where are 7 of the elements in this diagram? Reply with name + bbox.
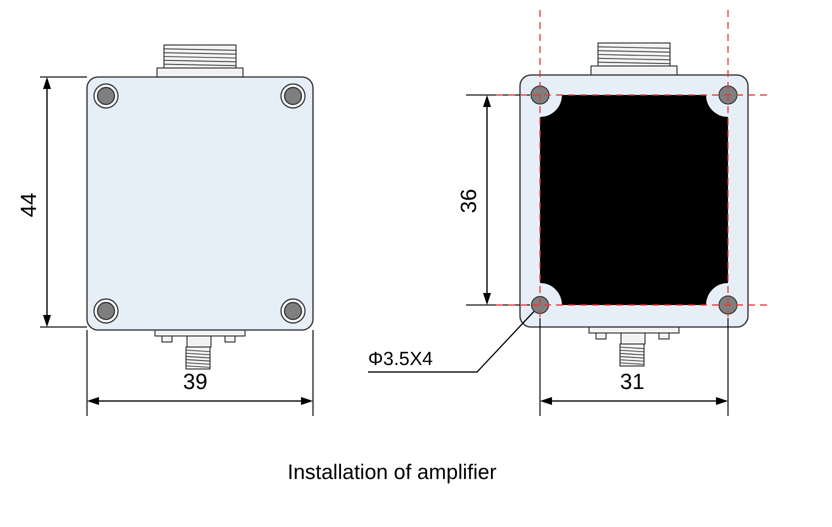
dimension-label: 31 xyxy=(620,371,644,393)
dimension-label: 39 xyxy=(183,371,208,393)
dimension-label: 36 xyxy=(458,188,480,214)
dimension-label: 44 xyxy=(18,192,40,218)
leader-line xyxy=(368,311,534,373)
caption: Installation of amplifier xyxy=(288,462,496,483)
callout-label: Φ3.5X4 xyxy=(368,348,433,372)
